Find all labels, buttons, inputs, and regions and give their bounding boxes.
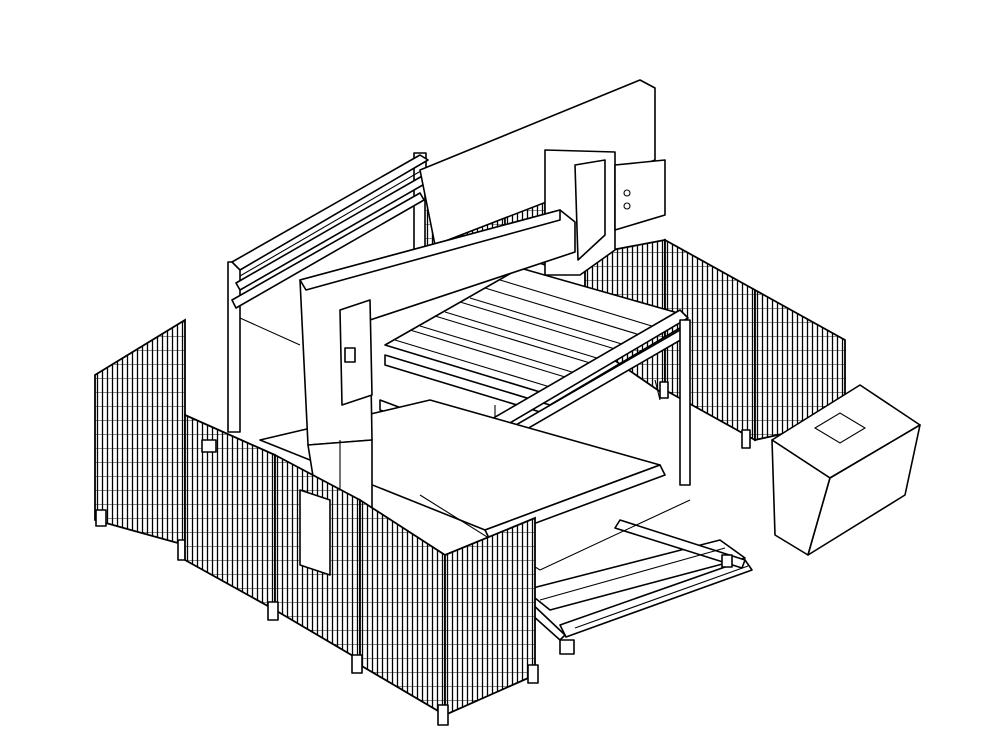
left-fence-panel: [94, 318, 189, 561]
floor-rail-frame: [521, 519, 753, 655]
control-cabinet: [771, 384, 921, 556]
cutting-gantry-rear: [419, 79, 666, 276]
front-fence-panels: [184, 413, 539, 726]
